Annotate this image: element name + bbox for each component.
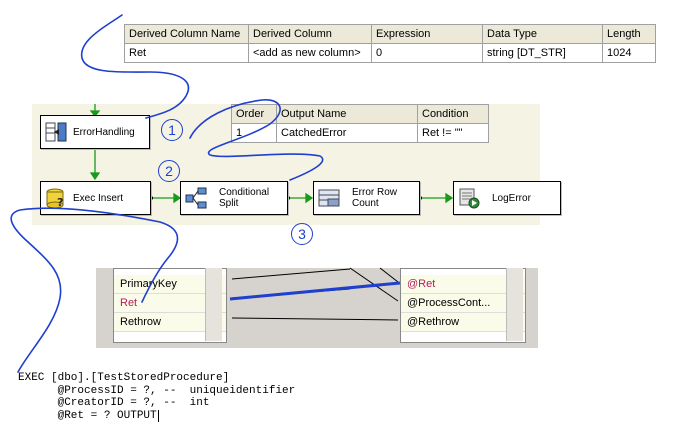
row-count-icon [318, 189, 340, 207]
sql-line-3: @CreatorID = ?, -- int [18, 397, 210, 409]
parameters-scrollbar[interactable] [506, 268, 523, 341]
svg-text:?: ? [57, 196, 63, 209]
header-condition: Condition [417, 104, 489, 124]
header-output-name: Output Name [276, 104, 418, 124]
mapping-line-rethrow [231, 317, 399, 321]
cell-length[interactable]: 1024 [602, 43, 656, 63]
task-label-error-handling: ErrorHandling [73, 126, 135, 138]
task-label-error-row-count: Error Row Count [352, 187, 398, 209]
annotation-stroke-split-condition [189, 99, 324, 181]
conditional-split-grid: Order Output Name Condition 1 CatchedErr… [231, 104, 489, 143]
arrow-split-to-count [305, 192, 314, 204]
input-columns-scrollbar[interactable] [205, 268, 222, 341]
badge-2: 2 [158, 160, 180, 182]
parameter-ret[interactable]: @Ret [401, 275, 525, 294]
sql-line-4: @Ret = ? OUTPUT [18, 409, 295, 423]
highlighted-mapping-ret [229, 281, 401, 301]
sql-line-2: @ProcessID = ?, -- uniqueidentifier [18, 384, 296, 397]
header-expression: Expression [371, 24, 483, 44]
cell-expression[interactable]: 0 [371, 43, 483, 63]
parameter-rethrow[interactable]: @Rethrow [401, 313, 525, 332]
task-log-error[interactable]: LogError [453, 181, 561, 215]
input-column-primarykey[interactable]: PrimaryKey [114, 275, 226, 294]
cell-derived-column[interactable]: <add as new column> [248, 43, 372, 63]
derived-column-grid: Derived Column Name Derived Column Expre… [124, 24, 656, 63]
header-derived-column: Derived Column [248, 24, 372, 44]
input-column-ret[interactable]: Ret [114, 294, 226, 313]
input-column-rethrow[interactable]: Rethrow [114, 313, 226, 332]
split-row[interactable]: 1 CatchedError Ret != "" [231, 123, 489, 143]
task-error-row-count[interactable]: Error Row Count [313, 181, 420, 215]
task-label-exec-insert: Exec Insert [73, 192, 124, 204]
derived-column-row[interactable]: Ret <add as new column> 0 string [DT_STR… [124, 43, 656, 63]
task-exec-insert[interactable]: ? Exec Insert [40, 181, 151, 215]
script-component-icon [459, 188, 480, 209]
annotation-stroke-derived-to-handler [81, 14, 190, 119]
sql-line-1: EXEC [dbo].[TestStoredProcedure] [18, 372, 230, 384]
derived-column-icon [45, 122, 67, 142]
arrow-error-to-exec [89, 172, 101, 181]
header-order: Order [231, 104, 277, 124]
cell-condition[interactable]: Ret != "" [417, 123, 489, 143]
arrow-count-to-log [445, 192, 454, 204]
badge-3: 3 [291, 223, 313, 245]
header-derived-column-name: Derived Column Name [124, 24, 249, 44]
badge-1: 1 [161, 119, 183, 141]
task-conditional-split[interactable]: Conditional Split [180, 181, 288, 215]
parameter-mapping-panel: PrimaryKey Ret Rethrow @Ret @ProcessCont… [96, 268, 538, 348]
sql-line-4-text: @Ret = ? OUTPUT [18, 409, 157, 422]
task-label-log-error: LogError [492, 192, 531, 204]
cell-output-name[interactable]: CatchedError [276, 123, 418, 143]
database-command-icon: ? [46, 188, 64, 209]
mapping-line-d [379, 267, 399, 283]
arrow-exec-to-split [173, 192, 182, 204]
parameters-list: @Ret @ProcessCont... @Rethrow [400, 268, 526, 343]
header-length: Length [602, 24, 656, 44]
annotation-stroke-sql-to-ret [10, 207, 179, 373]
split-header-row: Order Output Name Condition [231, 104, 489, 124]
task-error-handling[interactable]: ErrorHandling [40, 115, 150, 149]
conditional-split-icon [185, 187, 207, 209]
task-label-conditional-split: Conditional Split [219, 187, 270, 209]
arrow-into-error-handling [89, 110, 101, 118]
derived-column-header-row: Derived Column Name Derived Column Expre… [124, 24, 656, 44]
mapping-line-a [231, 268, 351, 280]
parameter-process-cont[interactable]: @ProcessCont... [401, 294, 525, 313]
sql-statement: EXEC [dbo].[TestStoredProcedure] @Proces… [18, 372, 295, 422]
